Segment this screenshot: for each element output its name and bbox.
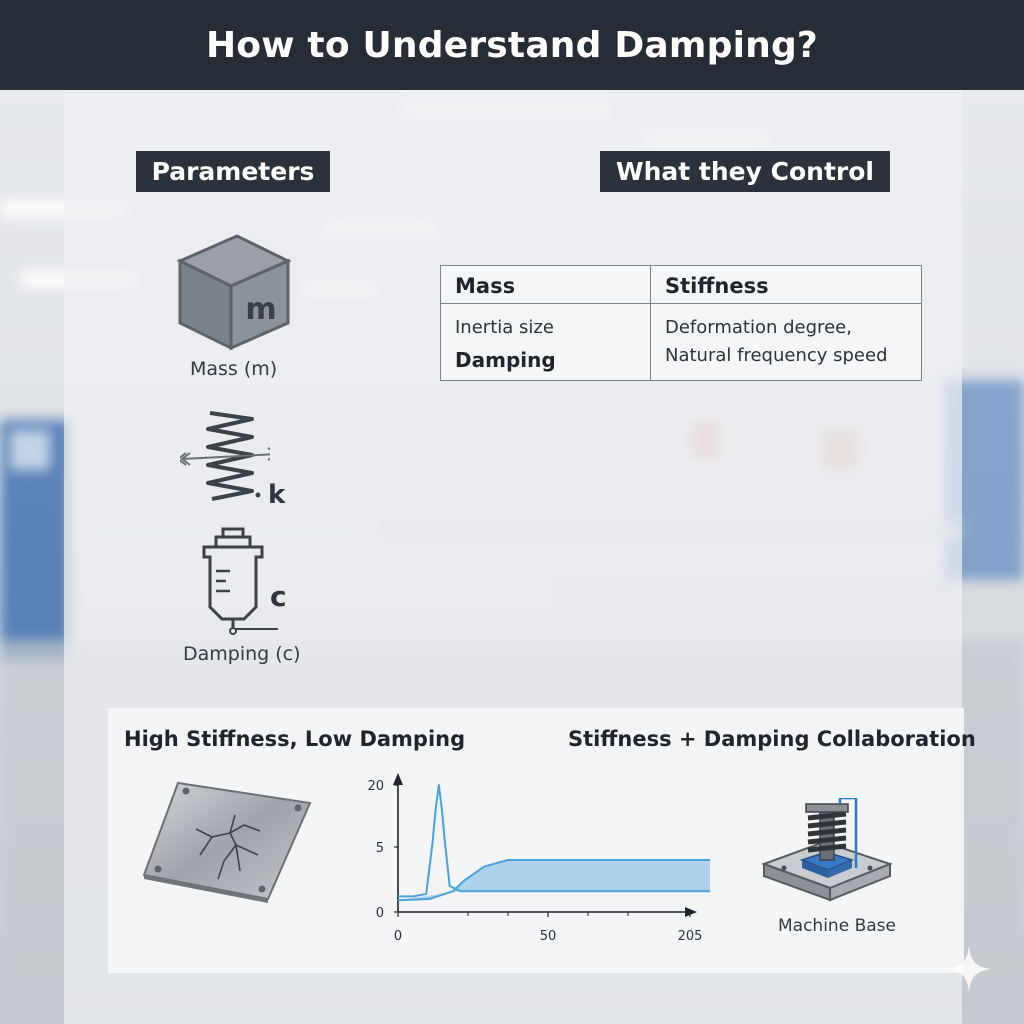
undamped-peak-line <box>398 784 720 898</box>
y-tick-label: 20 <box>367 779 384 794</box>
damped-response-line <box>397 859 720 902</box>
spring-icon <box>176 405 280 509</box>
x-tick-label: 50 <box>540 929 557 944</box>
parameters-heading: Parameters <box>136 151 330 192</box>
left-scenario-title: High Stiffness, Low Damping <box>124 727 466 751</box>
damper-symbol: c <box>270 580 287 613</box>
cracked-plate-icon <box>140 775 320 909</box>
response-chart: 0 50 205 0 5 20 <box>360 765 720 949</box>
x-tick-label: 0 <box>394 929 402 944</box>
x-tick-label: 205 <box>678 929 703 944</box>
y-tick-label: 0 <box>376 906 384 921</box>
y-tick-label: 5 <box>376 841 384 856</box>
control-table: Mass Stiffness Inertia size Damping Defo… <box>440 265 922 381</box>
machine-base-label: Machine Base <box>778 916 896 936</box>
sparkle-icon <box>944 944 994 998</box>
damping-row-label: Damping <box>455 348 556 372</box>
damper-label: Damping (c) <box>183 643 301 665</box>
table-header-stiffness: Stiffness <box>650 265 922 304</box>
y-axis-arrow <box>393 773 403 785</box>
table-header-mass: Mass <box>440 265 651 304</box>
mass-label: Mass (m) <box>190 358 278 380</box>
right-scenario-title: Stiffness + Damping Collaboration <box>568 727 976 751</box>
title-bar: How to Understand Damping? <box>0 0 1024 90</box>
page-title: How to Understand Damping? <box>205 24 819 66</box>
control-heading: What they Control <box>600 151 890 192</box>
table-cell-mass: Inertia size Damping <box>440 303 651 381</box>
table-cell-stiffness: Deformation degree, Natural frequency sp… <box>650 303 922 381</box>
machine-base-icon <box>760 796 894 908</box>
damper-icon <box>200 527 280 641</box>
spring-symbol: k <box>268 480 286 510</box>
x-axis-arrow <box>685 907 697 917</box>
mass-control-text: Inertia size <box>455 317 554 338</box>
mass-cube-icon: m <box>175 233 293 355</box>
mass-symbol: m <box>245 292 276 327</box>
